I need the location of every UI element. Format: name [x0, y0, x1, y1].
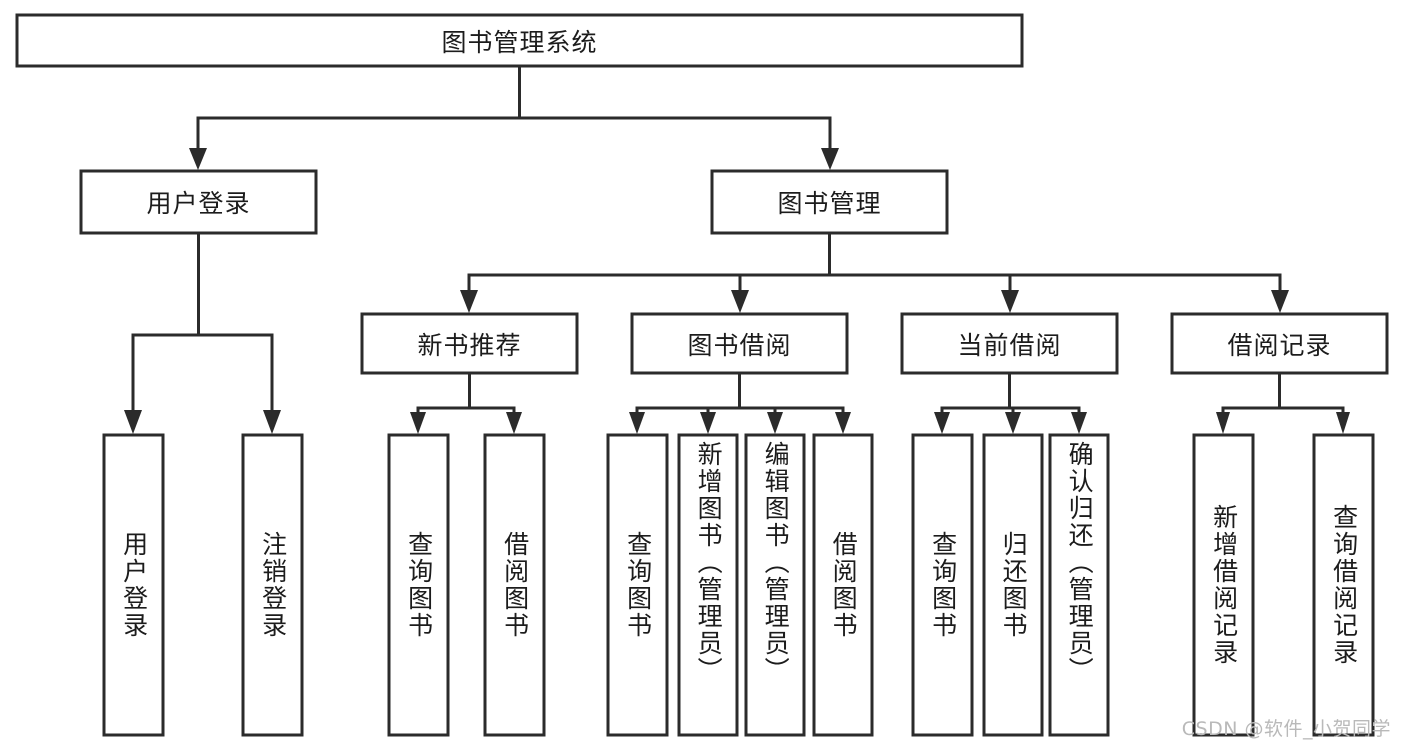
node-leaf-add-record-box[interactable]	[1192, 433, 1255, 737]
node-leaf-query-book-3-box[interactable]	[911, 433, 974, 737]
node-leaf-edit-book-box[interactable]	[744, 433, 806, 737]
arrowhead-leaf-edit-book	[767, 412, 783, 434]
node-borrow-record-box[interactable]	[1170, 312, 1389, 375]
arrowhead-leaf-borrow-book-1	[506, 412, 522, 434]
arrowhead-current-borrow	[1001, 290, 1019, 313]
arrowhead-user-login	[189, 148, 207, 170]
node-leaf-add-book-box[interactable]	[677, 433, 739, 737]
arrowhead-leaf-query-book-2	[629, 412, 645, 434]
node-current-borrow-box[interactable]	[900, 312, 1119, 375]
arrowhead-leaf-confirm-return	[1071, 412, 1087, 434]
arrowhead-leaf-user-login	[124, 410, 142, 434]
node-leaf-query-book-1-box[interactable]	[387, 433, 450, 737]
node-leaf-query-record-box[interactable]	[1312, 433, 1375, 737]
arrowhead-leaf-add-record	[1216, 412, 1230, 434]
arrowhead-leaf-add-book	[700, 412, 716, 434]
node-leaf-borrow-book-1-box[interactable]	[483, 433, 546, 737]
arrowhead-borrow-record	[1271, 290, 1289, 313]
arrowhead-leaf-borrow-book-2	[835, 412, 851, 434]
csdn-watermark: CSDN @软件_小贺同学	[1181, 718, 1391, 740]
arrowhead-leaf-query-book-3	[934, 412, 950, 434]
arrowhead-leaf-query-book-1	[410, 412, 426, 434]
node-leaf-borrow-book-2-box[interactable]	[812, 433, 874, 737]
node-leaf-user-login-box[interactable]	[102, 433, 165, 737]
arrowhead-leaf-query-record	[1336, 412, 1350, 434]
node-new-book-recommend-box[interactable]	[360, 312, 579, 375]
arrowhead-leaf-return-book	[1005, 412, 1021, 434]
node-leaf-user-logout-box[interactable]	[241, 433, 304, 737]
arrowhead-leaf-user-logout	[263, 410, 281, 434]
node-book-management-box[interactable]	[710, 169, 949, 235]
node-leaf-query-book-2-box[interactable]	[606, 433, 669, 737]
arrowhead-book-borrow	[731, 290, 749, 313]
node-leaf-confirm-return-box[interactable]	[1048, 433, 1110, 737]
node-user-login-box[interactable]	[79, 169, 318, 235]
node-book-borrow-box[interactable]	[630, 312, 849, 375]
node-leaf-return-book-box[interactable]	[982, 433, 1044, 737]
arrowhead-book-management	[821, 148, 839, 170]
node-root-box[interactable]	[15, 13, 1024, 68]
arrowhead-new-book-recommend	[460, 290, 478, 313]
